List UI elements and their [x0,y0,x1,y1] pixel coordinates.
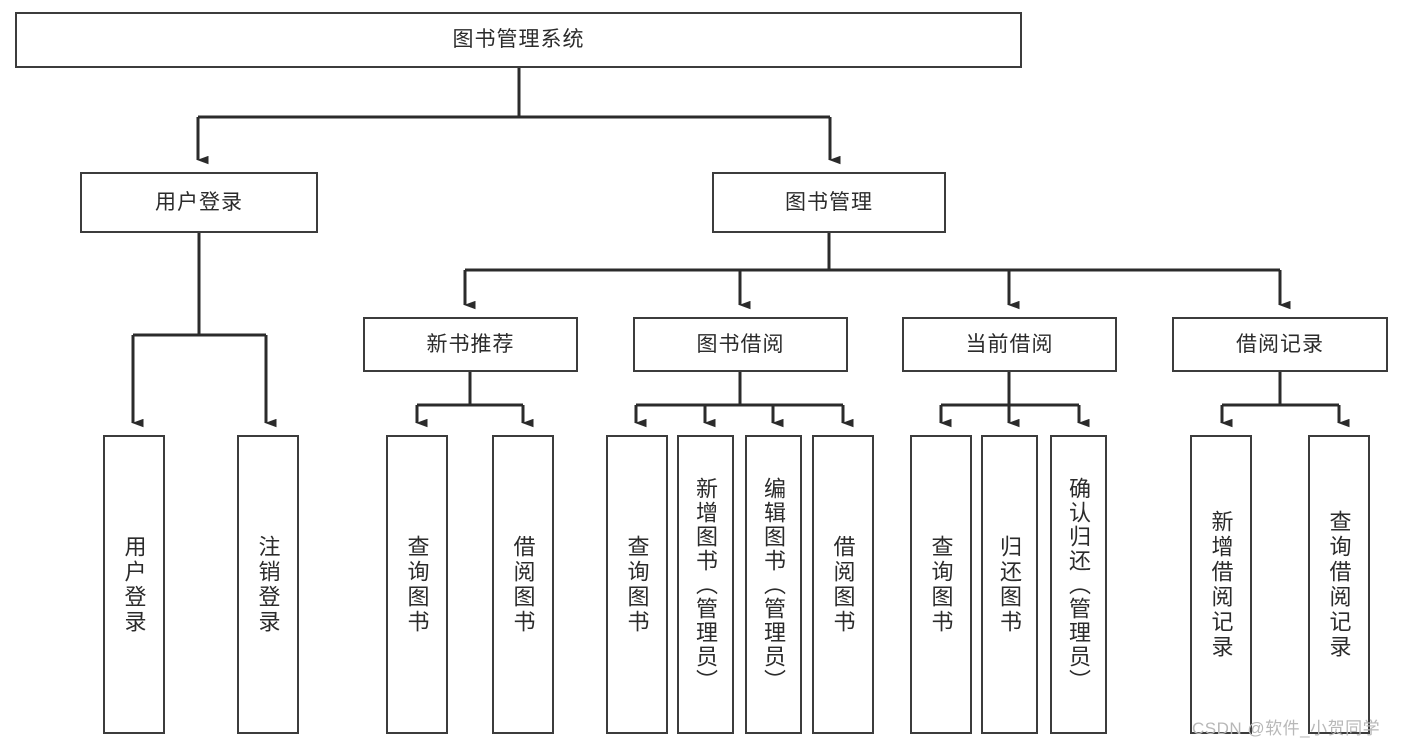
node-label: 用户登录 [155,190,243,214]
node-user-login[interactable]: 用户登录 [80,172,318,233]
csdn-watermark: CSDN @软件_小贺同学 [1192,719,1381,738]
node-book-borrow[interactable]: 图书借阅 [633,317,848,372]
node-label: 用户登录 [121,534,147,635]
leaf-edit-book-admin[interactable]: 编辑图书（管理员） [745,435,802,734]
node-new-book-recommend[interactable]: 新书推荐 [363,317,578,372]
node-label: 图书管理 [785,190,873,214]
node-label: 查询借阅记录 [1326,509,1352,660]
node-label: 查询图书 [928,534,954,635]
node-root-book-management-system[interactable]: 图书管理系统 [15,12,1022,68]
leaf-borrow-book[interactable]: 借阅图书 [812,435,874,734]
leaf-query-book-recommend[interactable]: 查询图书 [386,435,448,734]
node-label: 新书推荐 [426,332,515,356]
node-label: 编辑图书（管理员） [761,476,787,693]
leaf-confirm-return-admin[interactable]: 确认归还（管理员） [1050,435,1107,734]
leaf-query-book-borrow[interactable]: 查询图书 [606,435,668,734]
node-label: 借阅图书 [510,534,536,635]
leaf-query-borrow-record[interactable]: 查询借阅记录 [1308,435,1370,734]
node-label: 图书借阅 [696,332,785,356]
node-label: 查询图书 [624,534,650,635]
leaf-query-book-current[interactable]: 查询图书 [910,435,972,734]
node-borrow-record[interactable]: 借阅记录 [1172,317,1388,372]
leaf-add-borrow-record[interactable]: 新增借阅记录 [1190,435,1252,734]
node-label: 当前借阅 [965,332,1054,356]
node-label: 注销登录 [255,534,281,635]
leaf-logout-login[interactable]: 注销登录 [237,435,299,734]
node-label: 查询图书 [404,534,430,635]
node-book-management[interactable]: 图书管理 [712,172,946,233]
node-label: 借阅图书 [830,534,856,635]
leaf-borrow-book-recommend[interactable]: 借阅图书 [492,435,554,734]
node-label: 图书管理系统 [452,28,585,52]
leaf-user-login[interactable]: 用户登录 [103,435,165,734]
leaf-return-book[interactable]: 归还图书 [981,435,1038,734]
node-label: 确认归还（管理员） [1066,476,1092,693]
leaf-add-book-admin[interactable]: 新增图书（管理员） [677,435,734,734]
node-label: 归还图书 [997,534,1023,635]
node-label: 新增借阅记录 [1208,509,1234,660]
node-label: 借阅记录 [1236,332,1324,356]
node-current-borrow[interactable]: 当前借阅 [902,317,1117,372]
node-label: 新增图书（管理员） [693,476,719,693]
